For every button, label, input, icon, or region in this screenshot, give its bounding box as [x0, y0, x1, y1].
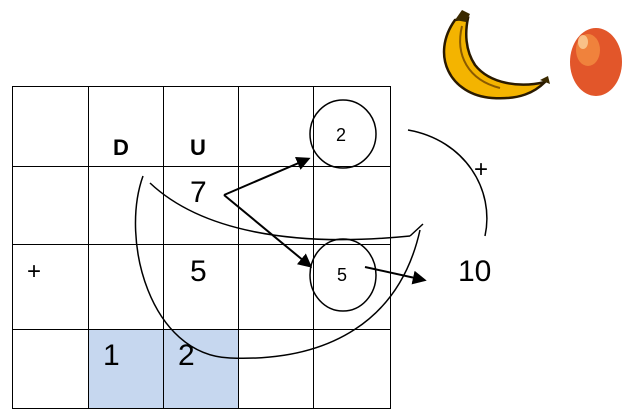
grid-cell	[88, 244, 164, 330]
split-part-five: 5	[337, 265, 348, 285]
split-part-two: 2	[336, 125, 347, 145]
plus-operator: +	[27, 258, 42, 285]
grid-cell	[313, 244, 391, 330]
grid-cell	[12, 244, 89, 330]
grid-cell	[88, 329, 164, 409]
units-header: U	[190, 135, 206, 160]
addend-top-units-digit: 7	[190, 176, 207, 209]
grid-cell	[313, 86, 391, 167]
grid-cell	[238, 329, 314, 409]
grid-cell	[238, 166, 314, 245]
grid-cell	[238, 86, 314, 167]
ten-total: 10	[458, 255, 492, 288]
result-tens-digit: 1	[103, 339, 120, 372]
tens-header: D	[113, 135, 129, 160]
grid-cell	[163, 329, 239, 409]
banana-icon	[442, 10, 550, 100]
grid-cell	[12, 166, 89, 245]
mango-icon	[570, 28, 622, 96]
grid-cell	[238, 244, 314, 330]
grid-cell	[88, 166, 164, 245]
addend-bottom-units-digit: 5	[190, 255, 207, 288]
grid-cell	[313, 166, 391, 245]
brace-tip	[409, 223, 424, 237]
grid-cell	[12, 86, 89, 167]
result-units-digit: 2	[178, 339, 195, 372]
grid-cell	[313, 329, 391, 409]
grid-cell	[12, 329, 89, 409]
side-plus-sign: +	[474, 156, 489, 183]
